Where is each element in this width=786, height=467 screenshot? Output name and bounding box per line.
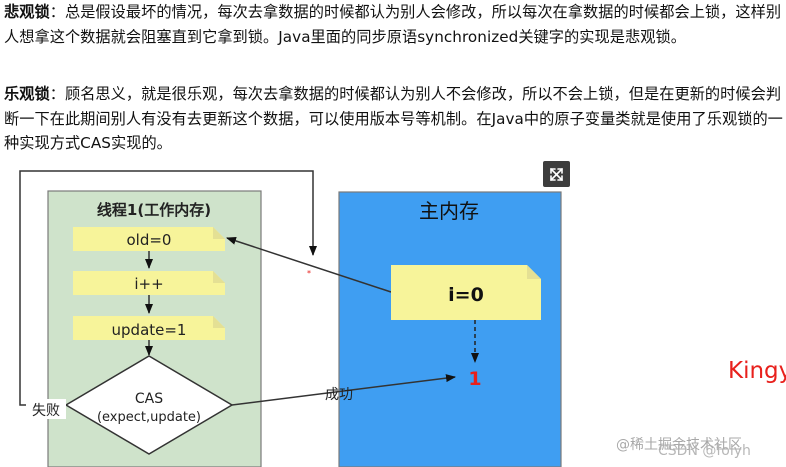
optimistic-lock-term: 乐观锁	[4, 85, 50, 103]
step-label-old: old=0	[127, 231, 172, 249]
memory-title: 主内存	[419, 199, 479, 223]
pessimistic-lock-description: ：总是假设最坏的情况，每次去拿数据的时候都认为别人会修改，所以每次在拿数据的时候…	[4, 3, 782, 46]
thread-title: 线程1(工作内存)	[97, 201, 211, 219]
expand-button[interactable]	[543, 161, 570, 187]
memory-value: i=0	[448, 284, 484, 306]
cas-diagram: 线程1(工作内存) 主内存 old=0 i++ update=1 CAS (ex…	[19, 170, 562, 467]
watermark-csdn: CSDN @folyh	[658, 443, 751, 459]
result-value: 1	[468, 368, 481, 390]
fail-label: 失败	[32, 403, 60, 419]
memory-value-note: i=0	[391, 265, 541, 320]
cas-diagram-figure: 线程1(工作内存) 主内存 old=0 i++ update=1 CAS (ex…	[0, 160, 786, 467]
cas-params-label: (expect,update)	[97, 410, 201, 425]
king-overlay-text: Kingy	[728, 358, 786, 384]
paragraph-optimistic-lock: 乐观锁：顾名思义，就是很乐观，每次去拿数据的时候都认为别人不会修改，所以不会上锁…	[4, 82, 784, 156]
step-label-update: update=1	[112, 321, 187, 339]
watermark-juejin: @稀土掘金技术社区	[616, 437, 742, 453]
read-arrow	[226, 237, 392, 293]
fail-label-bg	[26, 399, 66, 419]
step-note-increment: i++	[73, 271, 225, 295]
optimistic-lock-description: ：顾名思义，就是很乐观，每次去拿数据的时候都认为别人不会修改，所以不会上锁，但是…	[4, 85, 783, 152]
step-note-update: update=1	[73, 316, 225, 340]
memory-panel	[338, 191, 562, 467]
paragraph-pessimistic-lock: 悲观锁：总是假设最坏的情况，每次去拿数据的时候都认为别人会修改，所以每次在拿数据…	[4, 0, 784, 49]
expand-icon	[550, 168, 563, 181]
cas-decision	[64, 355, 234, 455]
cas-label: CAS	[135, 391, 163, 407]
svg-text:*: *	[307, 269, 311, 278]
success-label: 成功	[325, 387, 353, 403]
pessimistic-lock-term: 悲观锁	[4, 3, 50, 21]
step-label-increment: i++	[134, 275, 163, 293]
step-note-old: old=0	[73, 227, 225, 251]
success-arrow	[231, 374, 456, 406]
